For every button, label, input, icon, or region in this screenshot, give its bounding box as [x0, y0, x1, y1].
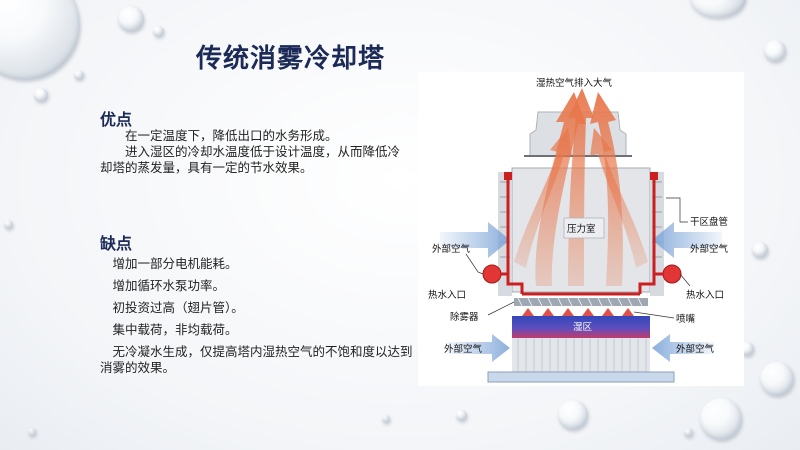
water-drop-decoration: [28, 428, 36, 436]
cons-item: 增加一部分电机能耗。: [112, 256, 238, 271]
pressure-chamber-label: 压力室: [567, 223, 596, 235]
water-drop-decoration: [690, 0, 746, 18]
outside-air-label-left: 外部空气: [432, 243, 471, 255]
spray-nozzles: [522, 308, 634, 316]
water-drop-decoration: [0, 0, 80, 80]
drift-eliminator: [514, 298, 648, 306]
water-drop-decoration: [74, 70, 84, 80]
pros-heading: 优点: [100, 110, 133, 129]
water-drop-decoration: [382, 415, 390, 423]
water-drop-decoration: [456, 410, 467, 421]
water-drop-decoration: [764, 40, 786, 62]
pros-paragraph: 在一定温度下，降低出口的水务形成。: [125, 128, 338, 143]
pros-paragraph: 进入湿区的冷却水温度低于设计温度，从而降低冷却塔的蒸发量，具有一定的节水效果。: [100, 144, 401, 175]
water-drop-decoration: [153, 26, 164, 37]
water-drop-decoration: [752, 242, 768, 258]
hot-air-plume: [535, 92, 586, 286]
water-drop-decoration: [760, 362, 794, 396]
dry-coil-label: 干区盘管: [690, 216, 728, 228]
water-basin: [487, 371, 675, 383]
cooling-tower-diagram: 湿热空气排入大气 压力室 湿区 干区盘管 外部空气 外部空气 热水入口 热水入口…: [418, 72, 744, 386]
outside-air-label-right: 外部空气: [690, 243, 729, 255]
eliminator-label: 除雾器: [450, 311, 479, 323]
hot-air-plume: [590, 92, 623, 286]
exhaust-label: 湿热空气排入大气: [536, 77, 613, 89]
outside-air-arrow-left: [440, 222, 510, 258]
hot-water-pipes: [506, 176, 656, 296]
pros-text: 在一定温度下，降低出口的水务形成。 进入湿区的冷却水温度低于设计温度，从而降低冷…: [100, 128, 400, 176]
hot-water-inlet-label-left: 热水入口: [428, 289, 466, 301]
fill-lines: [517, 338, 647, 372]
cons-item: 增加循环水泵功率。: [112, 278, 226, 293]
cons-list: 增加一部分电机能耗。 增加循环水泵功率。 初投资过高（翅片管）。 集中载荷，非均…: [100, 256, 418, 382]
outside-air-label-bottom-right: 外部空气: [676, 343, 715, 355]
cons-heading: 缺点: [100, 234, 133, 253]
slide-title: 传统消雾冷却塔: [196, 44, 386, 74]
pipe-cap: [650, 172, 658, 180]
outside-air-label-bottom-left: 外部空气: [444, 343, 483, 355]
water-drop-decoration: [4, 220, 13, 229]
wet-zone: [512, 316, 650, 338]
pipe-cap: [504, 172, 512, 180]
hot-air-plume: [514, 128, 572, 268]
cooling-tower-svg: 湿热空气排入大气 压力室 湿区 干区盘管 外部空气 外部空气 热水入口 热水入口…: [428, 77, 729, 383]
pressure-chamber-box: [563, 217, 605, 239]
leader-lines: [465, 197, 691, 319]
wet-zone-label: 湿区: [573, 322, 593, 333]
water-drop-decoration: [700, 398, 742, 440]
hot-water-inlet-left: [482, 264, 502, 284]
hot-water-inlet-label-right: 热水入口: [686, 289, 724, 301]
fill-media: [512, 338, 650, 372]
outside-air-arrow-bottom-left: [448, 334, 510, 362]
eliminator-slats: [517, 297, 643, 307]
water-drop-decoration: [34, 88, 48, 102]
outside-air-arrow-right: [652, 222, 722, 258]
cons-item: 无冷凝水生成，仅提高塔内湿热空气的不饱和度以达到消雾的效果。: [100, 344, 413, 375]
water-drop-decoration: [118, 6, 144, 32]
hot-water-inlet-right: [662, 264, 682, 284]
cons-item: 初投资过高（翅片管）。: [112, 300, 244, 315]
water-drop-decoration: [684, 428, 693, 437]
water-drop-decoration: [558, 400, 588, 430]
nozzle-label: 喷嘴: [676, 314, 696, 325]
hot-air-plume: [590, 128, 648, 268]
outside-air-arrow-bottom-right: [652, 334, 714, 362]
cons-item: 集中载荷，非均载荷。: [112, 322, 238, 337]
